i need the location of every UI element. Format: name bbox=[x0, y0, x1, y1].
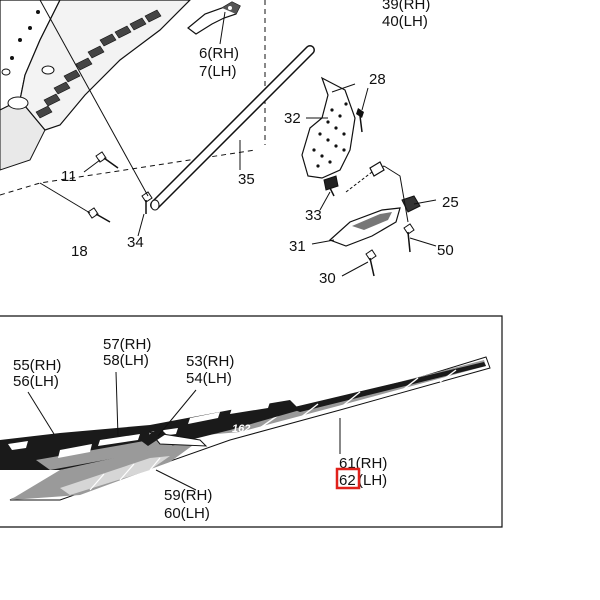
callout-53-rh: 53(RH) bbox=[186, 353, 234, 370]
callout-28: 28 bbox=[369, 71, 386, 88]
rivet-18 bbox=[87, 207, 111, 223]
leader-lines-upper bbox=[39, 0, 437, 277]
callout-31: 31 bbox=[289, 238, 306, 255]
callout-54-lh: 54(LH) bbox=[186, 370, 232, 387]
rivet-11 bbox=[95, 151, 119, 169]
callout-30: 30 bbox=[319, 270, 336, 287]
tunnel-frame bbox=[0, 0, 266, 196]
callout-11: 11 bbox=[61, 168, 77, 185]
callout-18: 18 bbox=[71, 243, 88, 260]
rivet-30 bbox=[365, 249, 377, 277]
callout-39-rh: 39(RH) bbox=[382, 0, 430, 13]
rod-35 bbox=[150, 45, 315, 211]
decal-model-number: 162 bbox=[232, 423, 250, 435]
callout-56-lh: 56(LH) bbox=[13, 373, 59, 390]
callout-58-lh: 58(LH) bbox=[103, 352, 149, 369]
decal-panel-frame bbox=[0, 315, 503, 528]
bolt-33 bbox=[323, 175, 339, 197]
screw-28 bbox=[356, 108, 364, 133]
callout-6-rh: 6(RH) bbox=[199, 45, 239, 62]
callout-40-lh: 40(LH) bbox=[382, 13, 428, 30]
callout-62-lh-suffix: (LH) bbox=[358, 472, 387, 489]
callout-50: 50 bbox=[437, 242, 454, 259]
highlight-box bbox=[335, 467, 361, 490]
footrest-plate-32 bbox=[301, 76, 356, 179]
callout-59-rh: 59(RH) bbox=[164, 487, 212, 504]
step-31 bbox=[328, 207, 401, 247]
rivet-50 bbox=[403, 223, 415, 253]
side-decal: 162 bbox=[0, 356, 491, 501]
callout-25: 25 bbox=[442, 194, 459, 211]
callout-32: 32 bbox=[284, 110, 301, 127]
callout-33: 33 bbox=[305, 207, 322, 224]
callout-57-rh: 57(RH) bbox=[103, 336, 151, 353]
callout-55-rh: 55(RH) bbox=[13, 357, 61, 374]
callout-7-lh: 7(LH) bbox=[199, 63, 237, 80]
bracket-6-7 bbox=[187, 1, 241, 35]
callout-34: 34 bbox=[127, 234, 144, 251]
callout-62-number: 62 bbox=[339, 472, 356, 489]
callout-35: 35 bbox=[238, 171, 255, 188]
leader-lines-decal bbox=[27, 371, 341, 491]
callout-60-lh: 60(LH) bbox=[164, 505, 210, 522]
linkage-rod bbox=[345, 161, 385, 193]
